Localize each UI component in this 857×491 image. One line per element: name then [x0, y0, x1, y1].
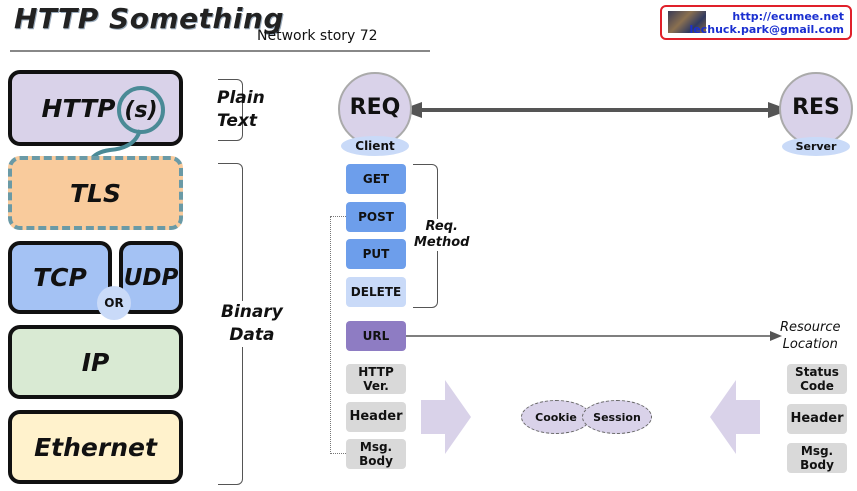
req-method-line1: Req. [425, 219, 458, 234]
layer-https-suffix: (s) [117, 86, 165, 134]
binary-line2: Data [229, 325, 275, 345]
plain-line2: Text [217, 111, 258, 131]
req-method-line2: Method [414, 235, 470, 250]
method-put: PUT [346, 239, 406, 269]
req-http-version-line2: Ver. [363, 379, 389, 393]
url-box: URL [346, 321, 406, 351]
cookie-label: Cookie [535, 410, 577, 424]
plain-line1: Plain [217, 88, 265, 108]
req-msg-body-line1: Msg. [359, 440, 393, 454]
res-label: RES [792, 94, 840, 120]
title-divider [10, 50, 430, 52]
req-header-label: Header [349, 409, 403, 424]
author-badge: http://ecumee.net lechuck.park@gmail.com [660, 5, 852, 40]
session-label: Session [593, 410, 641, 424]
res-msg-body: Msg. Body [787, 443, 847, 473]
method-post: POST [346, 202, 406, 232]
req-method-label: Req. Method [414, 219, 470, 251]
layer-tls-label: TLS [70, 178, 121, 208]
req-res-arrow [400, 102, 790, 118]
req-header: Header [346, 402, 406, 432]
req-node: REQ [338, 72, 412, 146]
cookie-ellipse: Cookie [521, 400, 591, 434]
res-status-code: Status Code [787, 364, 847, 394]
res-header-label: Header [790, 411, 844, 426]
res-msg-body-line1: Msg. [800, 444, 834, 458]
request-flow-arrow [421, 380, 471, 454]
method-delete: DELETE [346, 277, 406, 307]
page-subtitle: Network story 72 [257, 28, 378, 44]
plain-text-bracket [218, 79, 243, 141]
https-suffix-text: (s) [124, 97, 158, 123]
res-node: RES [779, 72, 853, 146]
server-label: Server [782, 137, 850, 156]
url-arrow [406, 331, 782, 341]
or-label: OR [104, 296, 124, 310]
layer-tcp-label: TCP [33, 263, 87, 292]
req-msg-body: Msg. Body [346, 439, 406, 469]
layer-ethernet: Ethernet [8, 410, 183, 484]
res-status-line2: Code [800, 379, 834, 393]
resource-line2: Location [782, 337, 838, 352]
layer-tcp: TCP [8, 241, 112, 314]
res-status-line1: Status [795, 365, 839, 379]
method-get: GET [346, 164, 406, 194]
page-title: HTTP Something [14, 2, 285, 35]
layer-ip-label: IP [81, 347, 110, 377]
req-msg-body-line2: Body [359, 454, 393, 468]
layer-ip: IP [8, 325, 183, 399]
response-flow-arrow [710, 380, 760, 454]
res-msg-body-line2: Body [800, 458, 834, 472]
res-header: Header [787, 404, 847, 434]
layer-http-label: HTTP [41, 93, 116, 123]
resource-line1: Resource [780, 320, 841, 335]
binary-data-label: Binary Data [217, 301, 287, 347]
resource-location-label: Resource Location [780, 319, 841, 353]
dotted-connector [330, 216, 346, 454]
req-http-version-line1: HTTP [358, 365, 394, 379]
author-email[interactable]: lechuck.park@gmail.com [689, 23, 844, 36]
session-ellipse: Session [582, 400, 652, 434]
client-label: Client [341, 136, 409, 156]
req-label: REQ [349, 94, 401, 120]
req-http-version: HTTP Ver. [346, 364, 406, 394]
layer-ethernet-label: Ethernet [34, 432, 157, 462]
binary-line1: Binary [221, 302, 283, 322]
layer-udp-label: UDP [123, 264, 179, 291]
or-badge: OR [97, 286, 131, 320]
author-url[interactable]: http://ecumee.net [732, 10, 844, 23]
plain-text-label: Plain Text [217, 87, 265, 133]
author-thumbnail [668, 11, 706, 33]
layer-tls: TLS [8, 156, 183, 230]
